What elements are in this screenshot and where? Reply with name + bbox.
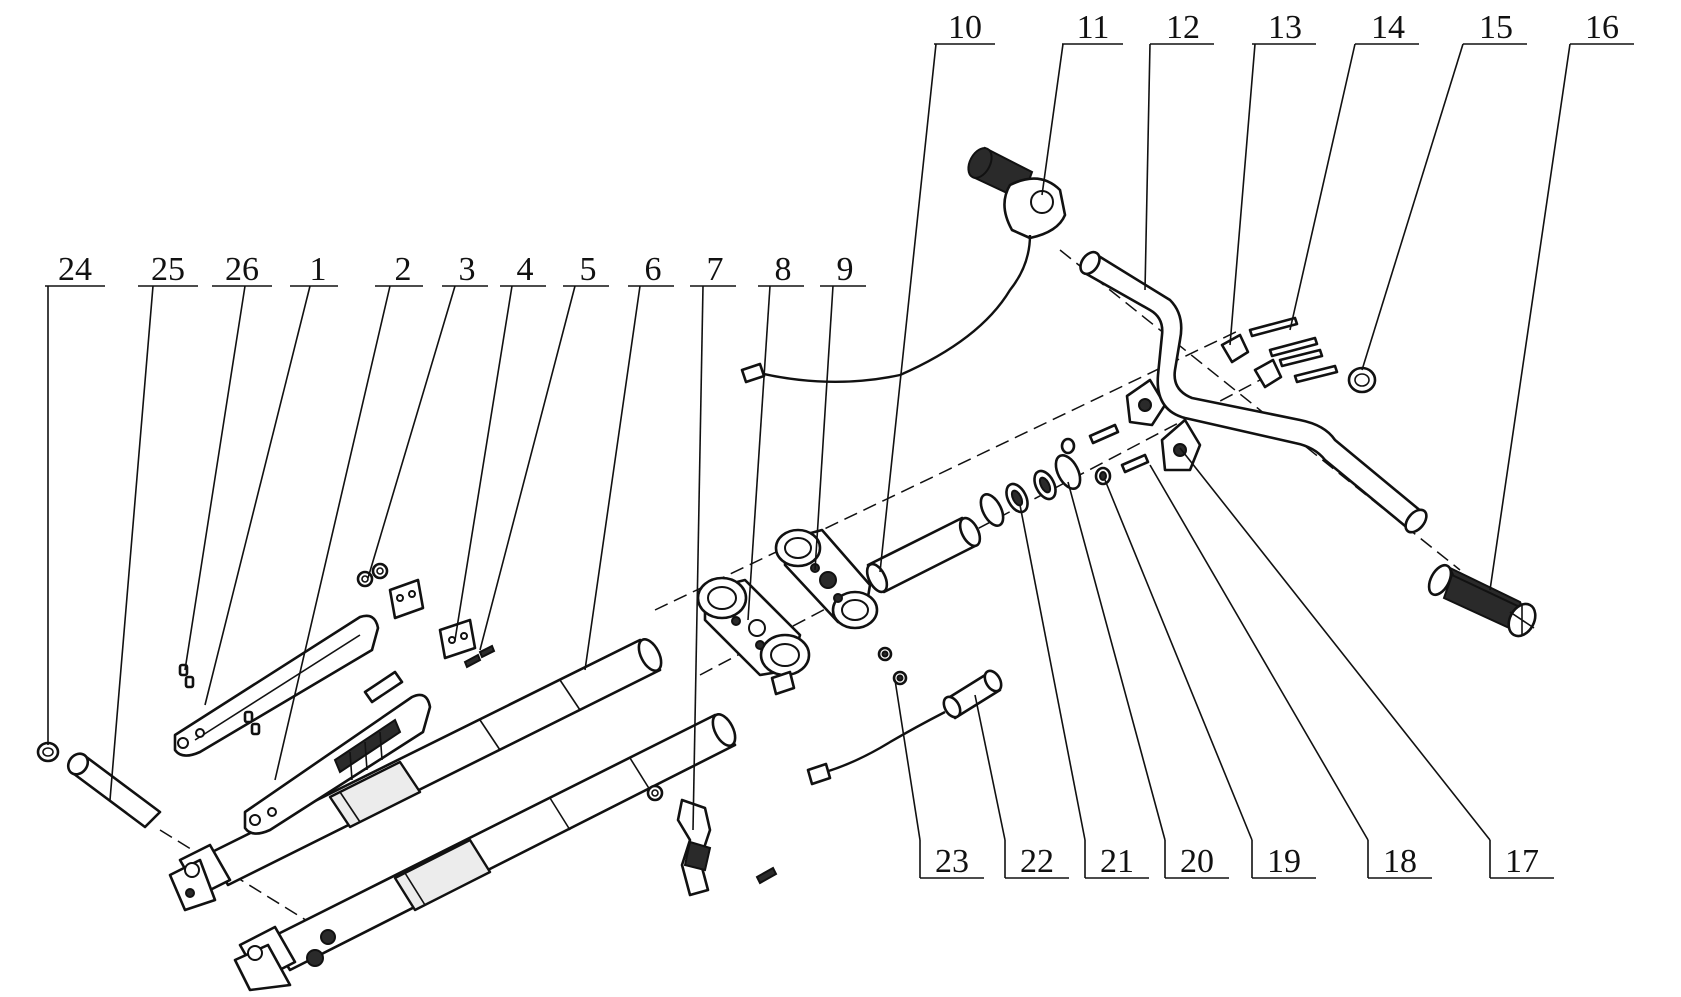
callout-15-label: 15 <box>1479 9 1513 46</box>
callout-15: 15 <box>1463 9 1527 46</box>
callout-11: 11 <box>1062 9 1123 46</box>
callout-17: 17 <box>1490 843 1554 880</box>
callout-9: 9 <box>820 251 866 288</box>
callout-13: 13 <box>1252 9 1316 46</box>
part-26-screws <box>178 663 261 736</box>
part-5-bolts <box>463 644 496 669</box>
part-23-nuts <box>877 646 908 686</box>
callout-23: 23 <box>920 843 984 880</box>
part-1-fork-guard <box>173 614 380 757</box>
callout-4-label: 4 <box>517 251 534 288</box>
callout-12: 12 <box>1150 9 1214 46</box>
callout-22-label: 22 <box>1020 843 1054 880</box>
callout-25-label: 25 <box>151 251 185 288</box>
part-25-axle-tube <box>66 752 162 829</box>
part-13-clamp-caps <box>1220 333 1283 389</box>
callout-7-label: 7 <box>707 251 724 288</box>
callout-1: 1 <box>290 251 338 288</box>
callout-21-label: 21 <box>1100 843 1134 880</box>
callout-14: 14 <box>1355 9 1419 46</box>
callout-22: 22 <box>1005 843 1069 880</box>
callout-20: 20 <box>1165 843 1229 880</box>
callout-19-label: 19 <box>1267 843 1301 880</box>
callout-20-label: 20 <box>1180 843 1214 880</box>
callout-18: 18 <box>1368 843 1432 880</box>
callout-16: 16 <box>1570 9 1634 46</box>
part-4-bracket <box>438 618 477 660</box>
callout-5-label: 5 <box>580 251 597 288</box>
callout-14-label: 14 <box>1371 9 1405 46</box>
callout-26-label: 26 <box>225 251 259 288</box>
callout-6-label: 6 <box>645 251 662 288</box>
callout-16-label: 16 <box>1585 9 1619 46</box>
callout-12-label: 12 <box>1166 9 1200 46</box>
part-lower-fork-leg <box>233 713 737 992</box>
callout-24-label: 24 <box>58 251 92 288</box>
part-bearing-cup <box>1033 469 1057 501</box>
callout-labels: 24 25 26 1 2 3 4 5 6 7 8 9 10 11 12 13 1… <box>45 9 1634 880</box>
part-riser-upper <box>1125 378 1167 427</box>
callout-2-label: 2 <box>395 251 412 288</box>
callout-23-label: 23 <box>935 843 969 880</box>
callout-10-label: 10 <box>948 9 982 46</box>
part-17-riser-lower <box>1160 418 1202 472</box>
callout-7: 7 <box>690 251 736 288</box>
callout-6: 6 <box>628 251 674 288</box>
part-18-washer <box>1060 437 1112 486</box>
part-7-brake-clamp <box>646 784 778 897</box>
callout-5: 5 <box>563 251 609 288</box>
part-6-upper-fork-leg <box>168 638 663 912</box>
part-8-lower-triple-clamp <box>696 576 811 696</box>
part-riser-bolts <box>1088 423 1150 474</box>
part-3-nuts <box>356 562 389 588</box>
part-20-bearing <box>1005 482 1029 514</box>
callout-25: 25 <box>138 251 198 288</box>
callout-11-label: 11 <box>1077 9 1110 46</box>
callout-10: 10 <box>934 9 995 46</box>
callout-21: 21 <box>1085 843 1149 880</box>
callout-24: 24 <box>45 251 105 288</box>
part-10-steerer-tube <box>865 516 982 594</box>
callout-17-label: 17 <box>1505 843 1539 880</box>
part-24-end-cap <box>36 741 60 763</box>
callout-4: 4 <box>500 251 546 288</box>
callout-8: 8 <box>758 251 804 288</box>
callout-26: 26 <box>212 251 272 288</box>
part-12-handlebar <box>1079 250 1428 534</box>
callout-18-label: 18 <box>1383 843 1417 880</box>
part-22-switch <box>806 669 1003 786</box>
bottom-leader-stubs <box>919 840 1491 878</box>
leader-lines <box>47 43 1571 841</box>
part-bracket-upper <box>388 578 425 620</box>
part-9-upper-triple-clamp <box>774 528 879 630</box>
part-19-ring <box>1054 454 1082 490</box>
part-16-right-grip <box>1427 563 1537 638</box>
part-2-fork-guard <box>243 670 432 835</box>
part-21-seal <box>979 493 1005 527</box>
callout-19: 19 <box>1252 843 1316 880</box>
part-14-bolts <box>1248 316 1339 384</box>
callout-8-label: 8 <box>775 251 792 288</box>
callout-1-label: 1 <box>310 251 327 288</box>
callout-9-label: 9 <box>837 251 854 288</box>
callout-3: 3 <box>442 251 488 288</box>
part-15-end-plug <box>1347 366 1377 394</box>
callout-13-label: 13 <box>1268 9 1302 46</box>
callout-2: 2 <box>375 251 423 288</box>
part-11-throttle-housing <box>967 146 1067 240</box>
callout-3-label: 3 <box>459 251 476 288</box>
